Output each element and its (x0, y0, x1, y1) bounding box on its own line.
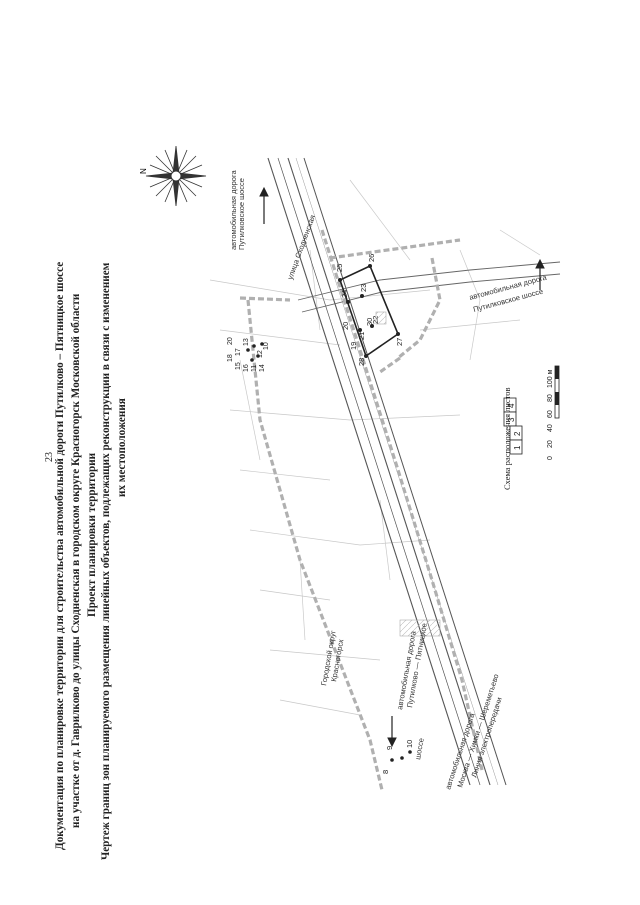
sheet-cell: 1 (513, 445, 522, 450)
scale-tick: 80 (547, 394, 554, 402)
road-label: автомобильная дорога (229, 169, 238, 250)
sheet-cell: 3 (507, 417, 516, 422)
scale-tick: 0 (547, 456, 554, 460)
compass-north-label: N (139, 168, 148, 174)
scale-tick: 40 (547, 424, 554, 432)
point-label: 24 (340, 290, 349, 298)
point-label: 11 (251, 365, 258, 372)
point-label: 10 (263, 342, 270, 350)
point-label: 28 (357, 358, 366, 366)
point-label: 13 (243, 338, 250, 346)
compass-rose-icon (145, 145, 207, 207)
point-label: 20 (227, 337, 234, 345)
sheet-scheme-title: Схема расположения листов (502, 387, 512, 490)
background-linework (209, 179, 541, 716)
point-label: 9 (385, 746, 394, 750)
point-label: 19 (349, 342, 358, 350)
point-label: 23 (359, 284, 368, 292)
point-label: 27 (395, 338, 404, 346)
point-label: 10 (405, 740, 414, 748)
zone-boundary (239, 229, 484, 791)
sheet-layout-scheme: 4 3 2 1 (503, 397, 523, 455)
point-label: 20 (341, 322, 350, 330)
point-label: 30 (365, 318, 374, 326)
point-label: 8 (381, 770, 390, 774)
scale-tick: 20 (547, 440, 554, 448)
scale-bar (554, 365, 560, 419)
point-label: 12 (257, 350, 264, 358)
point-label: 25 (335, 264, 344, 272)
road-label: Путилковское шоссе (237, 178, 246, 250)
point-label: 14 (259, 364, 266, 372)
point-label: 21 (357, 332, 366, 340)
sheet-cell: 2 (513, 431, 522, 436)
sheet-cell: 4 (507, 403, 516, 408)
side-road (297, 261, 561, 313)
point-label: 18 (227, 354, 234, 362)
point-label: 17 (235, 348, 242, 356)
scale-tick: 60 (547, 410, 554, 418)
direction-arrows (259, 186, 545, 748)
scale-tick: 100 м (547, 369, 554, 388)
point-markers-right (338, 264, 400, 358)
point-markers-left (390, 750, 412, 762)
point-label: 15 (235, 362, 242, 370)
point-label: 26 (367, 254, 376, 262)
point-label: 22 (371, 316, 380, 324)
road-label: шоссе (413, 737, 426, 760)
point-markers-cluster (246, 342, 264, 362)
point-label: 16 (243, 364, 250, 372)
